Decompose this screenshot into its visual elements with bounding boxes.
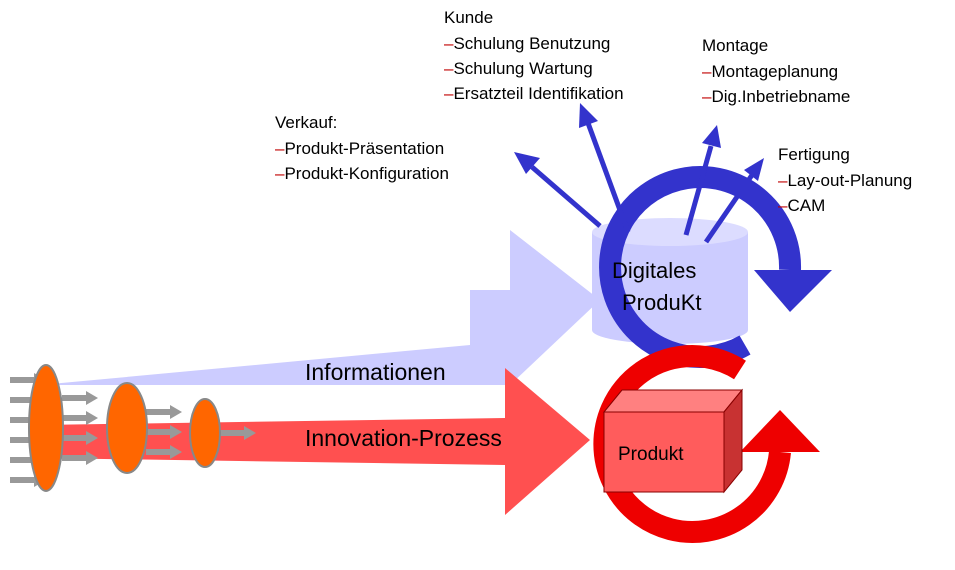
kunde-item-1: –Schulung Benutzung — [444, 34, 610, 53]
montage-heading: Montage — [702, 36, 768, 55]
verkauf-heading: Verkauf: — [275, 113, 337, 132]
innovation-process-label: Innovation-Prozess — [305, 425, 502, 451]
group-fertigung: Fertigung –Lay-out-Planung –CAM — [778, 145, 912, 215]
arrow-to-montage — [683, 125, 721, 236]
kunde-item-2: –Schulung Wartung — [444, 59, 593, 78]
group-verkauf: Verkauf: –Produkt-Präsentation –Produkt-… — [275, 113, 449, 183]
funnel-stage-2 — [106, 382, 148, 474]
informationen-band — [40, 230, 600, 385]
arrow-to-fertigung — [703, 158, 764, 244]
group-montage: Montage –Montageplanung –Dig.Inbetriebna… — [702, 36, 850, 106]
fertigung-heading: Fertigung — [778, 145, 850, 164]
input-arrow — [146, 405, 182, 419]
kunde-heading: Kunde — [444, 8, 493, 27]
input-arrow — [146, 445, 182, 459]
digital-product-label-1: Digitales — [612, 258, 696, 283]
funnel-stage-1 — [28, 364, 64, 492]
radiating-arrows — [514, 103, 764, 244]
funnel-stage-3 — [189, 398, 221, 468]
input-arrow — [220, 426, 256, 440]
input-arrow — [62, 391, 98, 405]
arrow-to-verkauf — [514, 152, 602, 228]
funnel-stages — [28, 364, 221, 492]
input-arrow — [146, 425, 182, 439]
verkauf-item-1: –Produkt-Präsentation — [275, 139, 444, 158]
montage-item-1: –Montageplanung — [702, 62, 838, 81]
kunde-item-3: –Ersatzteil Identifikation — [444, 84, 624, 103]
verkauf-item-2: –Produkt-Konfiguration — [275, 164, 449, 183]
montage-item-2: –Dig.Inbetriebname — [702, 87, 850, 106]
input-arrow — [62, 411, 98, 425]
innovation-process-arrow — [40, 368, 590, 515]
informationen-label: Informationen — [305, 359, 446, 385]
input-arrow — [62, 451, 98, 465]
product-box — [602, 388, 744, 494]
group-kunde: Kunde –Schulung Benutzung –Schulung Wart… — [444, 8, 624, 103]
fertigung-item-2: –CAM — [778, 196, 825, 215]
product-label: Produkt — [618, 444, 684, 465]
fertigung-item-1: –Lay-out-Planung — [778, 171, 912, 190]
digital-product-label-2: ProduKt — [622, 290, 702, 315]
input-arrow — [62, 431, 98, 445]
arrow-to-kunde — [579, 103, 631, 233]
